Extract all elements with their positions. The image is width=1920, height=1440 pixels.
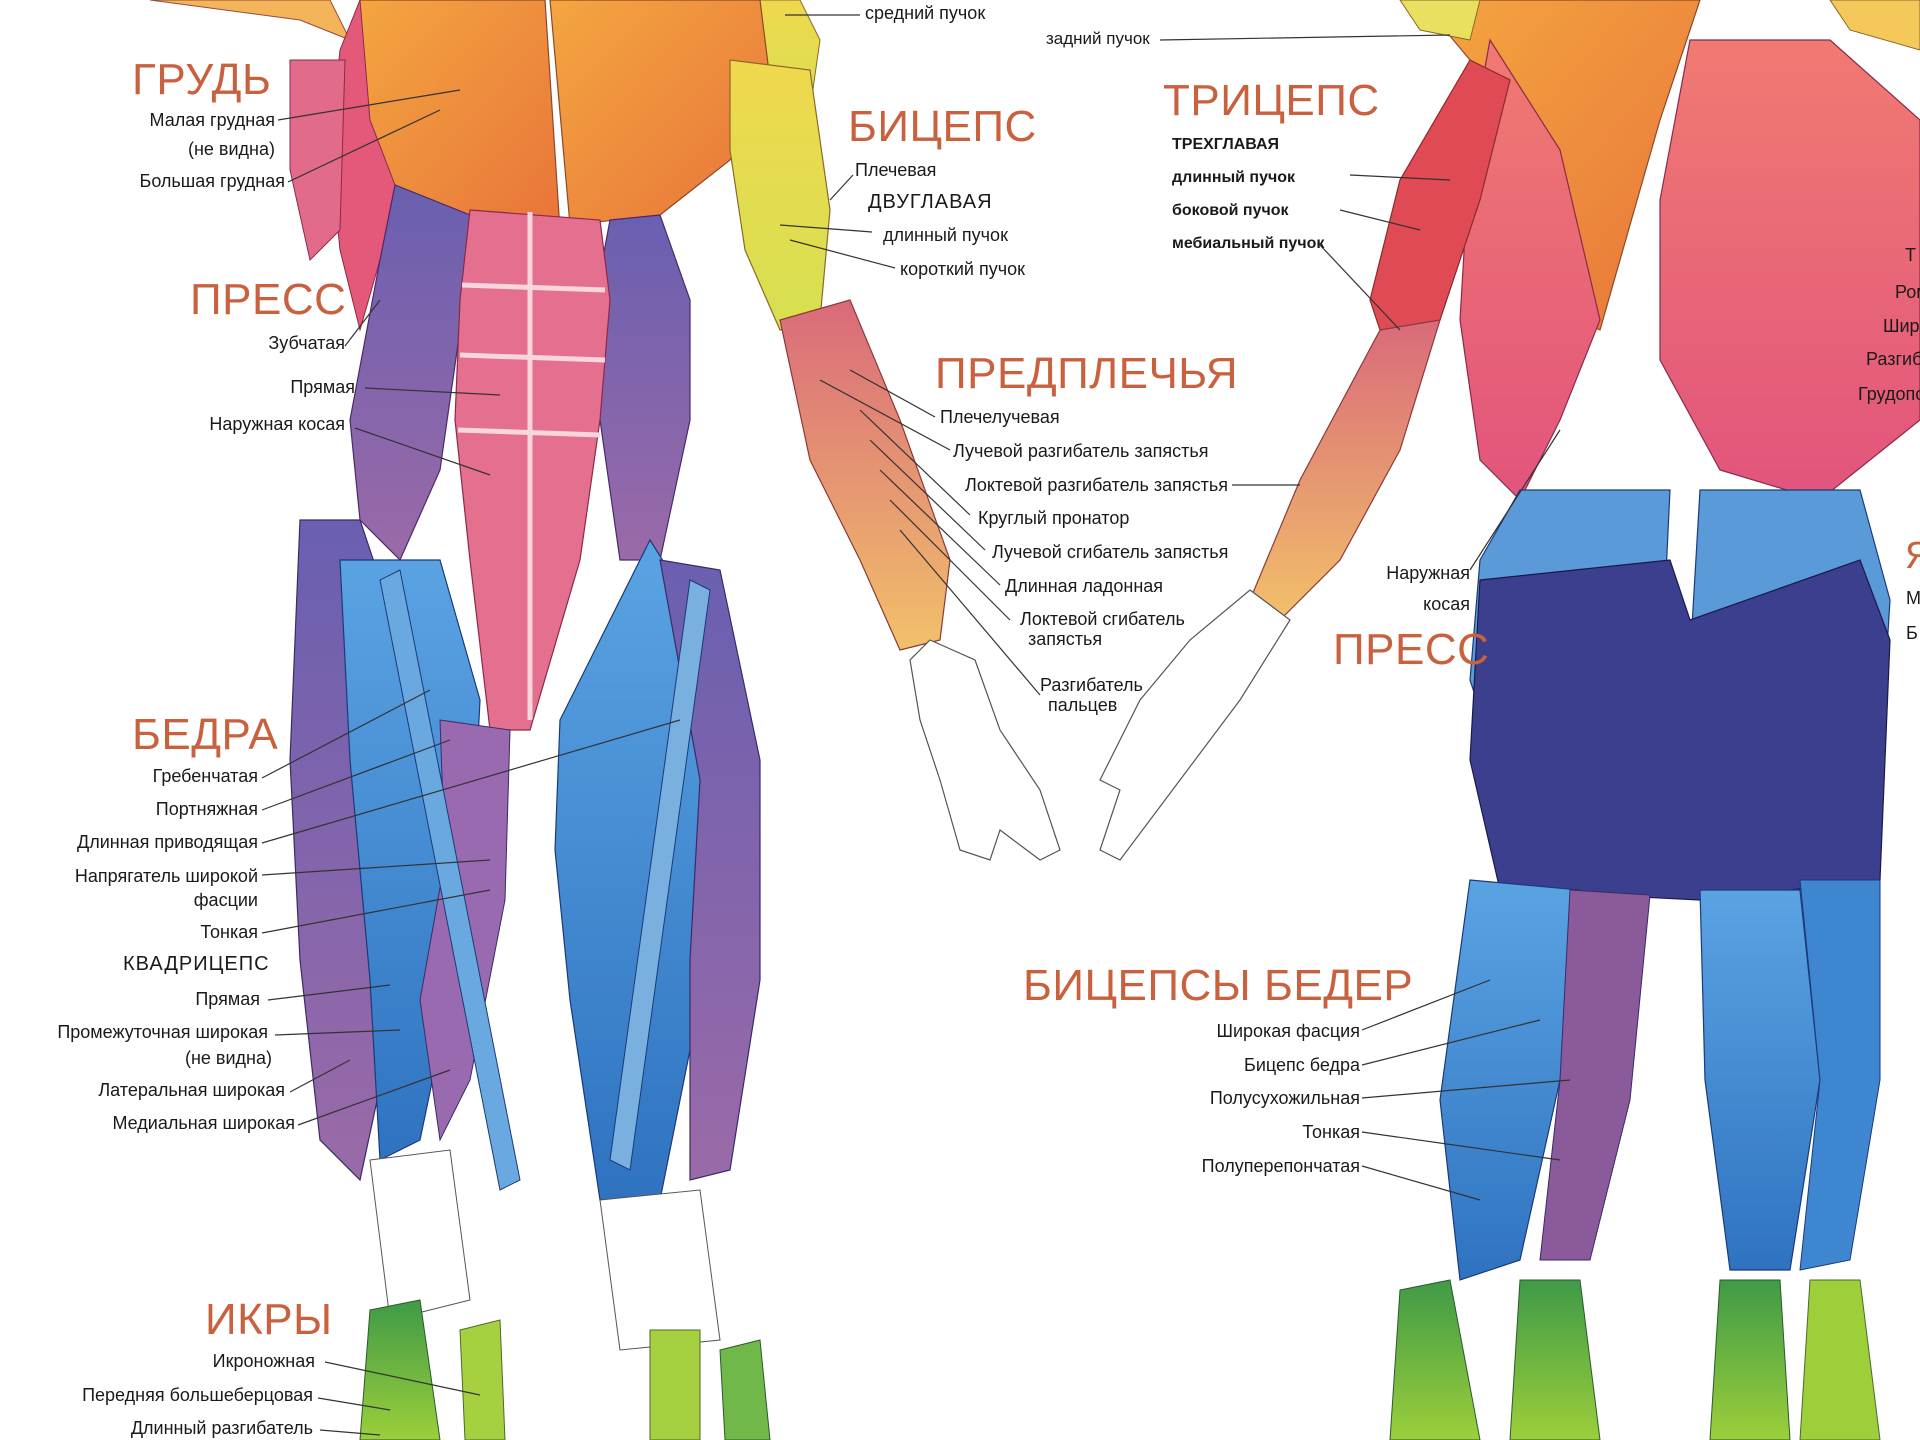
label-edge-1: Т [1905, 245, 1916, 267]
heading-forearms: ПРЕДПЛЕЧЬЯ [935, 349, 1238, 399]
label-edge-3: Шир [1883, 316, 1920, 338]
label-serratus: Зубчатая [200, 333, 345, 355]
label-biceps-femoris: Бицепс бедра [1130, 1055, 1360, 1077]
heading-calves: ИКРЫ [205, 1295, 333, 1345]
heading-abs-back: ПРЕСС [1333, 625, 1489, 675]
heading-abs-front: ПРЕСС [190, 275, 346, 325]
label-sartorius: Портняжная [60, 799, 258, 821]
heading-biceps: БИЦЕПС [848, 102, 1037, 152]
label-edge-8: Б [1906, 623, 1918, 645]
label-long-head: длинный пучок [883, 225, 1008, 247]
label-edge-4: Разгиб [1866, 349, 1920, 371]
label-triceps-medial: мебиальный пучок [1172, 234, 1324, 253]
label-rear-bundle: задний пучок [1046, 29, 1150, 49]
label-vastus-medialis: Медиальная широкая [60, 1113, 295, 1135]
label-tibialis-anterior: Передняя большеберцовая [30, 1385, 313, 1407]
label-brachioradialis: Плечелучевая [940, 407, 1060, 429]
label-pectoralis-major: Большая грудная [90, 171, 285, 193]
heading-chest: ГРУДЬ [132, 55, 271, 105]
label-back-external: Наружная [1330, 563, 1470, 585]
label-flexor-carpi-ulnaris: Локтевой сгибатель [1020, 609, 1185, 631]
label-fascia-lata: Широкая фасция [1130, 1021, 1360, 1043]
label-brachialis: Плечевая [855, 160, 936, 182]
label-not-visible: (не видна) [100, 139, 275, 161]
label-rectus-femoris: Прямая [60, 989, 260, 1011]
label-gastrocnemius: Икроножная [100, 1351, 315, 1373]
label-triceps-long: длинный пучок [1172, 168, 1295, 187]
label-extensor-digitorum: Разгибатель [1040, 675, 1143, 697]
label-flexor-carpi-radialis: Лучевой сгибатель запястья [992, 542, 1228, 564]
label-adductor-longus: Длинная приводящая [40, 832, 258, 854]
label-biceps-sub: ДВУГЛАВАЯ [868, 191, 993, 214]
label-edge-6: Я [1905, 535, 1920, 578]
label-gracilis-back: Тонкая [1130, 1122, 1360, 1144]
heading-triceps: ТРИЦЕПС [1163, 76, 1380, 126]
label-ext-carpi-radialis: Лучевой разгибатель запястья [953, 441, 1209, 463]
front-figure [150, 0, 1060, 1440]
label-pronator-teres: Круглый пронатор [978, 508, 1129, 530]
label-edge-2: Ром [1895, 282, 1920, 304]
label-middle-bundle: средний пучок [865, 3, 985, 25]
label-external-oblique: Наружная косая [150, 414, 345, 436]
label-extensor-longus: Длинный разгибатель [60, 1418, 313, 1440]
label-extensor-digitorum-2: пальцев [1048, 695, 1117, 717]
label-semitendinosus: Полусухожильная [1130, 1088, 1360, 1110]
label-rectus: Прямая [200, 377, 355, 399]
label-gracilis: Тонкая [60, 922, 258, 944]
label-pectoralis-minor: Малая грудная [100, 110, 275, 132]
label-edge-5: Грудопо [1858, 384, 1920, 406]
label-pectineus: Гребенчатая [60, 766, 258, 788]
label-flexor-carpi-ulnaris-2: запястья [1028, 629, 1102, 651]
label-semimembranosus: Полуперепончатая [1130, 1156, 1360, 1178]
label-back-oblique: косая [1330, 594, 1470, 616]
label-vastus-intermedius: Промежуточная широкая [40, 1022, 268, 1044]
label-triceps-lateral: боковой пучок [1172, 201, 1289, 220]
heading-quadriceps: КВАДРИЦЕПС [123, 953, 270, 976]
label-ext-carpi-ulnaris: Локтевой разгибатель запястья [965, 475, 1228, 497]
label-tensor-fasciae: Напрягатель широкой [40, 866, 258, 888]
label-vastus-lateralis: Латеральная широкая [60, 1080, 285, 1102]
label-palmaris-longus: Длинная ладонная [1005, 576, 1163, 598]
heading-hamstrings: БИЦЕПСЫ БЕДЕР [1023, 961, 1413, 1011]
label-edge-7: М [1906, 588, 1920, 610]
heading-thighs: БЕДРА [132, 710, 278, 760]
label-not-visible-2: (не видна) [60, 1048, 272, 1070]
label-tensor-fasciae-2: фасции [40, 890, 258, 912]
label-short-head: короткий пучок [900, 259, 1025, 281]
label-triceps-sub: ТРЕХГЛАВАЯ [1172, 135, 1279, 154]
